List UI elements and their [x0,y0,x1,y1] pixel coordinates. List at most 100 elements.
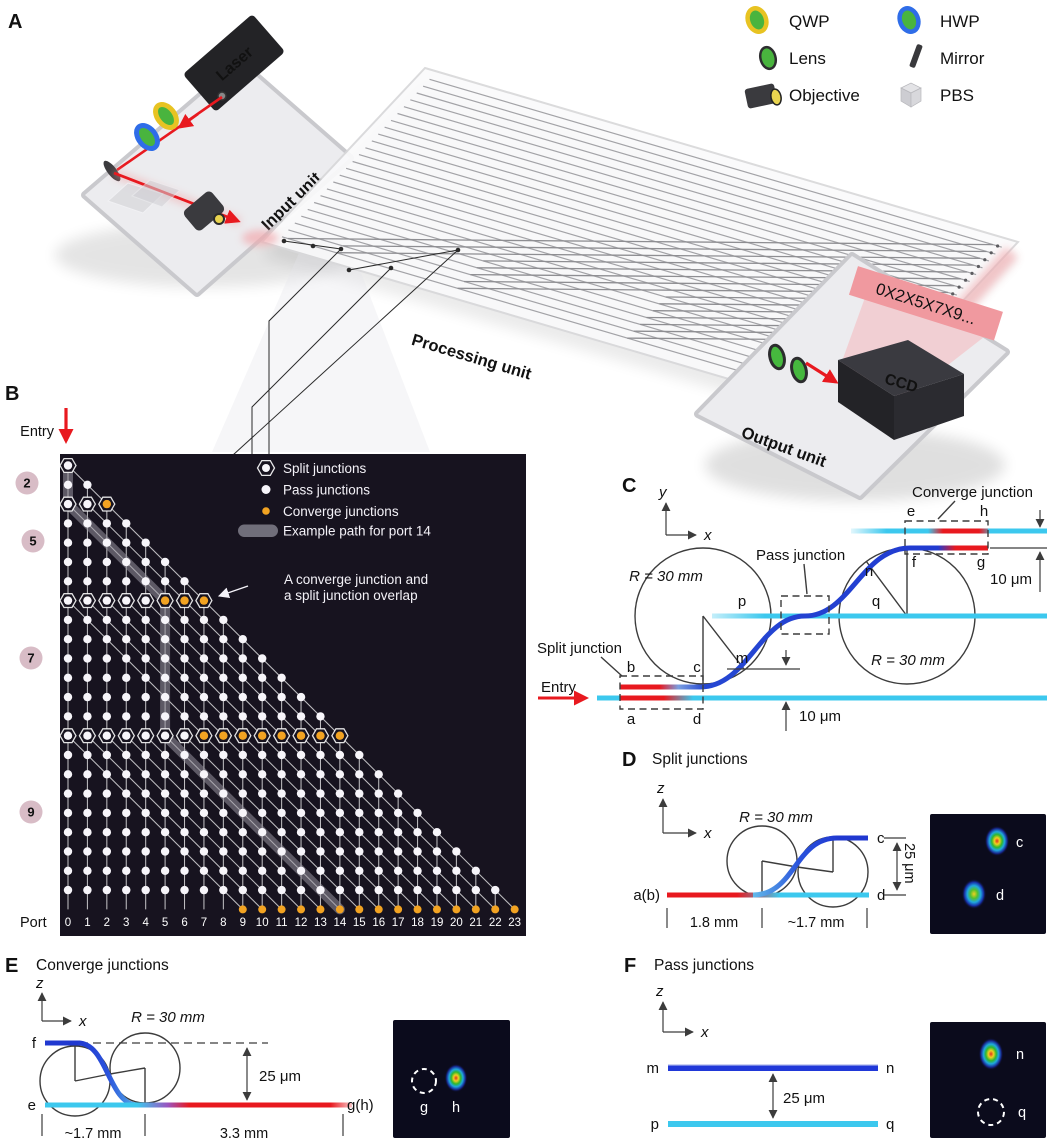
entry-label-c: Entry [541,679,577,696]
entry-label: Entry [20,424,55,440]
legend-pass-label: Pass junctions [283,483,370,498]
point-a: a [627,711,636,728]
split-junction-box [619,675,704,710]
junction-legend: Split junctions Pass junctions Converge … [238,459,431,539]
point-p: p [738,593,746,610]
panel-e: E Converge junctions z x R = 30 mm f e g… [5,955,510,1142]
e-inset-spot-h [444,1063,468,1093]
e-label-gh: g(h) [347,1097,374,1114]
f-label-n: n [886,1060,894,1077]
d-inset-spot-c [984,825,1010,857]
panel-b-label: B [5,383,19,405]
axis-y-label: y [658,484,668,501]
svg-text:18: 18 [411,917,424,929]
svg-text:0: 0 [65,917,71,929]
f-inset: n q [930,1022,1046,1138]
panel-a: A Laser [8,6,1020,512]
mirror-icon [909,44,923,68]
svg-text:14: 14 [333,917,346,929]
converge-junction-title: Converge junction [912,484,1033,501]
axes-f: z x [655,983,709,1041]
d-inset: c d [930,814,1046,934]
d-radius-lines [761,839,834,894]
component-legend: QWP HWP Lens Mirror Objective PBS [744,6,985,109]
qwp-icon [745,6,769,34]
axis-z-label-f: z [655,983,664,1000]
svg-text:22: 22 [489,917,502,929]
legend-path-label: Example path for port 14 [283,524,431,539]
d-len1-label: 1.8 mm [690,915,738,931]
overlap-annotation: A converge junction and a split junction… [217,572,428,603]
point-b: b [627,659,635,676]
converge-junction-icon [262,507,270,515]
d-inset-label-c: c [1016,835,1023,851]
gap-dimension-bottom: 10 μm [727,650,841,731]
section-label-5: 5 [29,534,36,549]
hwp-waveplate [134,122,160,152]
legend-label-hwp: HWP [940,12,980,31]
section-label-7: 7 [27,651,34,666]
zoom-wedge [212,253,430,452]
section-labels: 2 5 7 9 [15,471,45,824]
panel-f-label: F [624,955,636,977]
pass-junction-leader [803,563,808,595]
panel-a-label: A [8,11,22,33]
lens-icon [758,45,778,71]
e-bend-waveguide [77,1040,139,1108]
svg-text:7: 7 [201,917,207,929]
overlap-annotation-line1: A converge junction and [284,572,428,587]
axis-x-label: x [703,527,712,544]
svg-text:9: 9 [240,917,246,929]
objective-lens [183,191,225,231]
svg-text:8: 8 [220,917,226,929]
legend-converge-label: Converge junctions [283,504,399,519]
e-gap-label: 25 μm [259,1068,301,1085]
svg-text:1: 1 [84,917,90,929]
gap-bottom-label: 10 μm [799,708,841,725]
legend-label-lens: Lens [789,49,826,68]
svg-text:20: 20 [450,917,463,929]
gap-right-label: 10 μm [990,571,1032,588]
pbs-icon [900,82,922,108]
pass-junction-box [780,595,830,635]
point-h: h [980,503,988,520]
pass-junction-title: Pass junction [756,547,845,564]
e-radius-lines [74,1046,146,1103]
panel-f: F Pass junctions z x m n p q 25 μm n q [624,955,1046,1138]
svg-text:19: 19 [431,917,444,929]
axis-x-label-f: x [700,1024,709,1041]
point-e: e [907,503,915,520]
svg-text:2: 2 [104,917,110,929]
panel-c: C y x R = 30 mm R = 30 mm Split junction [537,475,1047,731]
panel-d-label: D [622,749,636,771]
svg-text:21: 21 [469,917,482,929]
svg-text:4: 4 [142,917,149,929]
gap-dimension-right: 10 μm [990,510,1047,592]
beam-1-arrow [177,112,199,129]
radius-label-d: R = 30 mm [739,809,813,826]
e-inset-dashed-g [411,1068,437,1094]
d-gap-label: 25 μm [901,843,917,884]
f-inset-dashed-q [977,1098,1005,1126]
e-len1-label: ~1.7 mm [65,1126,122,1142]
point-g: g [977,554,985,571]
e-inset-label-h: h [452,1100,460,1116]
s-bend-waveguide [620,545,988,690]
e-length-dimension: ~1.7 mm 3.3 mm [41,1114,344,1142]
axes-c: y x [658,484,712,544]
converge-junction-leader [937,500,956,520]
beam-1 [116,95,223,172]
f-label-q: q [886,1116,894,1133]
objective-icon [744,83,782,109]
f-gap-dimension: 25 μm [768,1073,825,1119]
panel-d-title: Split junctions [652,751,748,768]
laser: Laser [184,15,284,111]
callout-dots [281,238,461,273]
point-labels-c: b c a d p m n q e h f g [627,503,988,728]
d-label-d: d [877,887,885,904]
axis-z-label-e: z [35,975,44,992]
e-inset: g h [393,1020,510,1138]
input-unit-board: Laser Input unit [81,15,354,297]
section-label-9: 9 [27,805,34,820]
e-gap-dimension: 25 μm [242,1047,301,1101]
